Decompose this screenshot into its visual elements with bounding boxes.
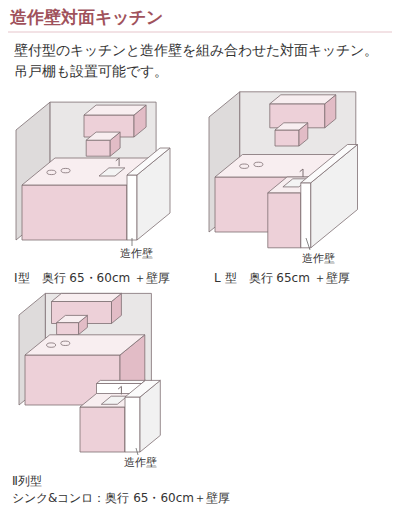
stove-burner [240, 164, 249, 168]
leader-line [132, 238, 133, 246]
faucet [118, 386, 121, 394]
description: 壁付型のキッチンと造作壁を組み合わせた対面キッチン。吊戸棚も設置可能です。 [14, 40, 386, 82]
range-hood [86, 132, 120, 140]
title-rule [8, 32, 392, 33]
l-type-kitchen [209, 92, 358, 250]
stove-burner [61, 168, 70, 172]
part-label: 造作壁 [124, 456, 157, 471]
partition-wall [127, 148, 170, 175]
sink-counter [125, 394, 142, 453]
heading: 造作壁対面キッチン [10, 6, 163, 29]
faucet [116, 158, 119, 166]
stove-counter [25, 335, 145, 355]
stove-burner [47, 343, 56, 347]
leader-line [136, 448, 138, 455]
stove-burner [47, 170, 56, 174]
partition-wall [127, 175, 137, 240]
partition-wall [97, 380, 146, 383]
type-caption: シンク&コンロ：奥行 65・60cm＋壁厚 [12, 490, 230, 506]
range-hood [57, 323, 79, 335]
part-label: 造作壁 [302, 252, 335, 267]
sink-bowl [99, 168, 125, 176]
stove-burner [61, 341, 70, 345]
leader-line [306, 238, 310, 250]
type-caption: L 型 奥行 65cm ＋壁厚 [214, 270, 350, 286]
partition-wall [301, 145, 358, 183]
wall-cabinet [84, 105, 146, 115]
sink-counter [80, 407, 125, 452]
i-type-kitchen [16, 102, 170, 246]
range-hood [275, 123, 308, 130]
type-caption: Ⅱ列型 [12, 473, 42, 489]
partition-wall [125, 397, 140, 452]
faucet [300, 169, 303, 177]
partition-wall [125, 380, 160, 397]
range-hood [57, 315, 88, 322]
kitchen-counter [268, 193, 301, 248]
sink-bowl [101, 396, 127, 404]
partition-wall [301, 183, 311, 248]
wall-cabinet [52, 293, 122, 301]
ii-type-kitchen [19, 293, 160, 455]
part-label: 造作壁 [120, 247, 153, 262]
type-caption: Ⅰ型 奥行 65・60cm ＋壁厚 [14, 270, 170, 286]
kitchen-counter [22, 185, 127, 240]
range-hood [275, 130, 299, 146]
range-hood [86, 140, 110, 156]
wall-cabinet [270, 95, 336, 104]
wall-cabinet [52, 302, 112, 324]
stove-burner [254, 162, 263, 166]
